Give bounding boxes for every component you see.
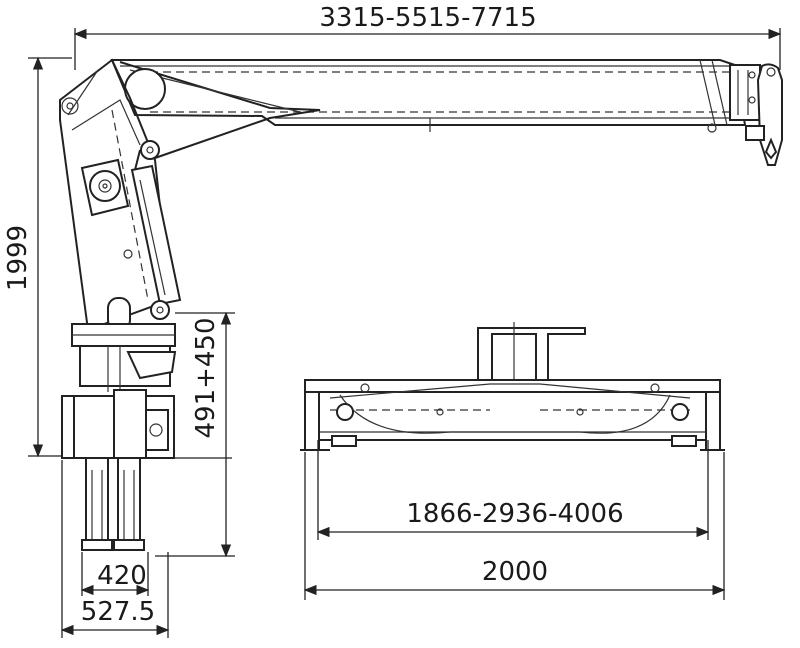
base-height-label: 491+450 <box>191 317 221 438</box>
mast-height-label: 1999 <box>3 225 33 291</box>
base-left-view <box>61 389 175 551</box>
outrigger-extend-label: 1866-2936-4006 <box>406 499 623 529</box>
winch-drum <box>80 158 130 217</box>
frame-width-label: 2000 <box>482 557 548 587</box>
mast-height-dimension: 1999 <box>3 56 90 458</box>
base-height-dimension: 491+450 <box>155 311 235 558</box>
boom-reach-dimension: 3315-5515-7715 <box>73 3 782 70</box>
base-width-dimensions: 420 527.5 <box>60 460 170 638</box>
luffing-cylinder <box>130 140 182 320</box>
telescopic-boom <box>61 59 783 166</box>
boom-reach-label: 3315-5515-7715 <box>319 3 536 33</box>
frame-width-dimension: 2000 <box>303 452 726 600</box>
outrigger-extend-dimension: 1866-2936-4006 <box>316 440 710 540</box>
crane-column <box>59 58 182 392</box>
base-outer-width-label: 527.5 <box>81 597 155 627</box>
base-inner-width-label: 420 <box>97 561 147 591</box>
outrigger-front-view <box>300 322 725 451</box>
